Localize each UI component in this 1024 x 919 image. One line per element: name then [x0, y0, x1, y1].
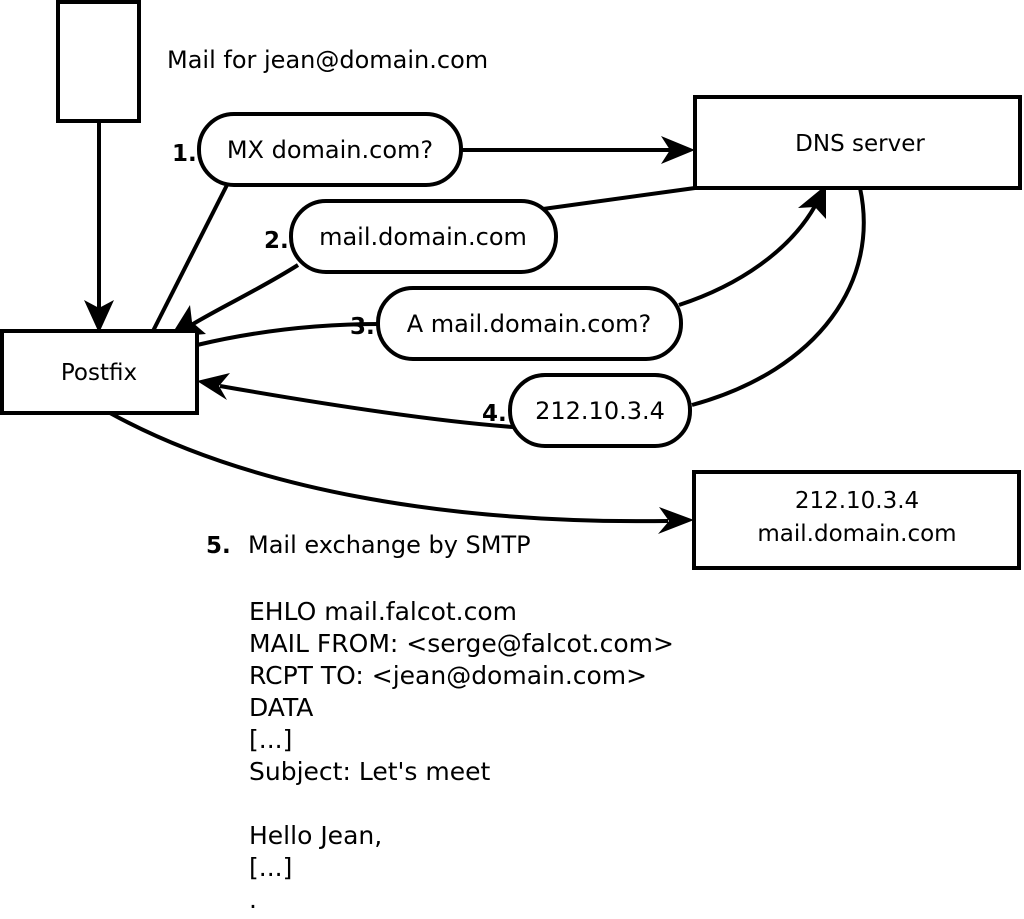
- transcript-line: RCPT TO: <jean@domain.com>: [249, 661, 647, 690]
- step-4-bubble-label: 212.10.3.4: [535, 397, 665, 425]
- arrowhead-step1-dns: [661, 136, 695, 164]
- connector-step4-bubble-to-postfix: [197, 373, 514, 429]
- transcript-line: Subject: Let's meet: [249, 757, 490, 786]
- transcript-line: DATA: [249, 693, 313, 722]
- connector-step4-dns-to-bubble: [691, 187, 866, 407]
- arrowhead-step5-mailserver: [658, 507, 694, 534]
- step-5-number: 5.: [206, 533, 231, 559]
- step-5-label: Mail exchange by SMTP: [248, 531, 531, 559]
- arrowhead-step3-dns: [798, 185, 826, 219]
- step-3-number: 3.: [350, 314, 375, 340]
- step-4-number: 4.: [482, 401, 507, 427]
- connector-step1-postfix-to-bubble: [151, 182, 230, 332]
- connector-step2-bubble-to-postfix: [170, 263, 300, 337]
- step-1-number: 1.: [172, 141, 197, 167]
- connector-step1-bubble-to-dns: [461, 136, 695, 164]
- node-mail-server-hostname: mail.domain.com: [757, 521, 956, 547]
- node-dns-server-label: DNS server: [795, 131, 925, 157]
- transcript-line: [...]: [249, 853, 292, 882]
- transcript-line: Hello Jean,: [249, 821, 382, 850]
- step-2-bubble-label: mail.domain.com: [319, 223, 527, 251]
- step-1-bubble-label: MX domain.com?: [227, 136, 433, 164]
- step-4-bubble[interactable]: 212.10.3.4: [508, 373, 692, 448]
- step-3-bubble-label: A mail.domain.com?: [407, 310, 652, 338]
- step-1-bubble[interactable]: MX domain.com?: [197, 112, 463, 187]
- transcript-line: .: [249, 885, 257, 914]
- node-postfix[interactable]: Postfix: [0, 329, 199, 415]
- connector-step5-postfix-to-mailserver: [109, 411, 694, 534]
- arrowhead-mua-postfix: [84, 300, 114, 333]
- node-mua: [56, 0, 141, 123]
- transcript-line: [...]: [249, 725, 292, 754]
- connector-step3-bubble-to-dns: [678, 185, 826, 307]
- step-2-bubble[interactable]: mail.domain.com: [289, 199, 558, 274]
- connector-step2-dns-to-bubble: [542, 186, 696, 211]
- transcript-line: EHLO mail.falcot.com: [249, 597, 517, 626]
- step-2-number: 2.: [264, 228, 289, 254]
- arrowhead-step4-postfix: [197, 373, 230, 400]
- connector-mua-to-postfix: [84, 121, 114, 333]
- node-mail-server[interactable]: 212.10.3.4 mail.domain.com: [692, 470, 1021, 570]
- mail-for-caption: Mail for jean@domain.com: [167, 46, 488, 74]
- node-postfix-label: Postfix: [61, 360, 137, 386]
- transcript-line: MAIL FROM: <serge@falcot.com>: [249, 629, 674, 658]
- connector-step3-postfix-to-bubble: [196, 322, 381, 347]
- node-mail-server-ip: 212.10.3.4: [795, 488, 919, 514]
- step-3-bubble[interactable]: A mail.domain.com?: [376, 286, 683, 361]
- node-dns-server[interactable]: DNS server: [693, 95, 1022, 190]
